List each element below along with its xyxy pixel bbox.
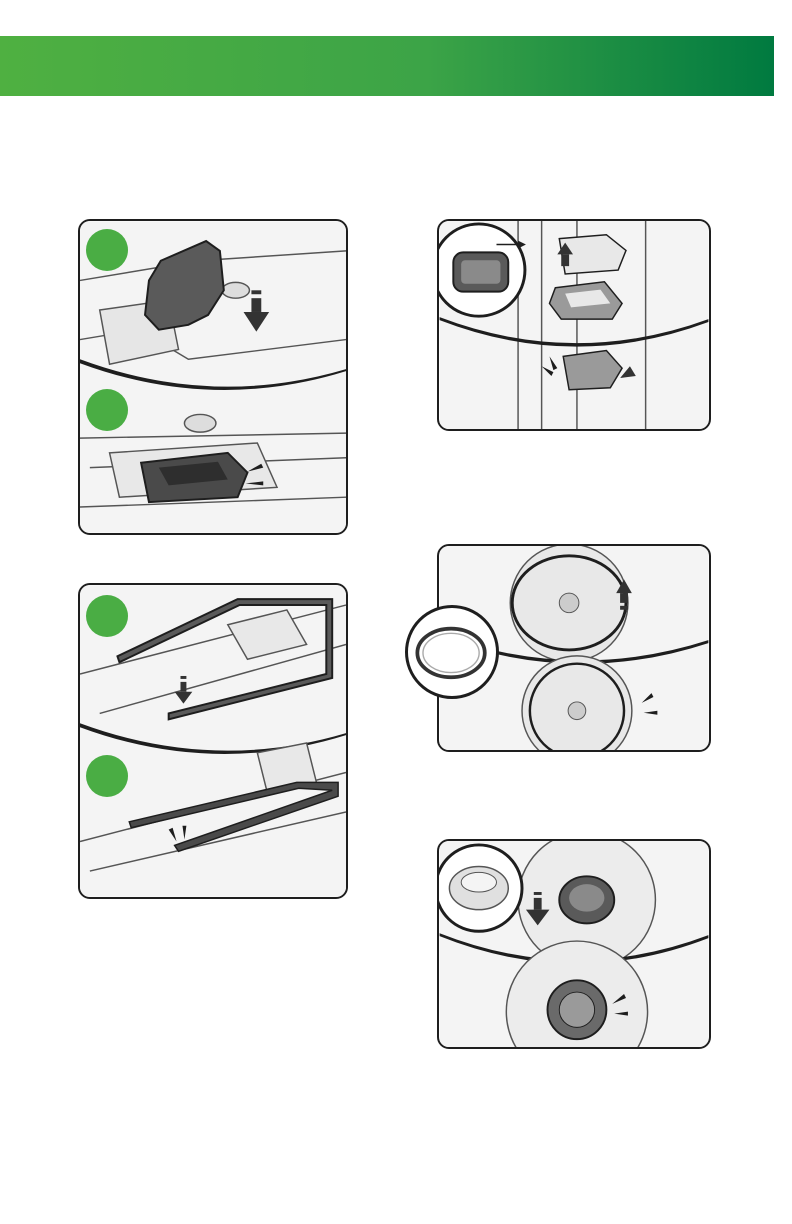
illustration-filter-removal [437, 219, 711, 431]
magnifier-circle [405, 605, 499, 699]
illustration-valve-install [437, 839, 711, 1049]
step-badge-2 [86, 389, 128, 431]
magnifier-circle [439, 845, 522, 931]
header-band [0, 36, 774, 96]
magnifier-circle [439, 224, 526, 316]
step-badge-1 [86, 229, 128, 271]
step-badge-4 [86, 755, 128, 797]
illustration-bar-install [78, 583, 348, 899]
illustration-clip-install [78, 219, 348, 535]
step-badge-3 [86, 595, 128, 637]
